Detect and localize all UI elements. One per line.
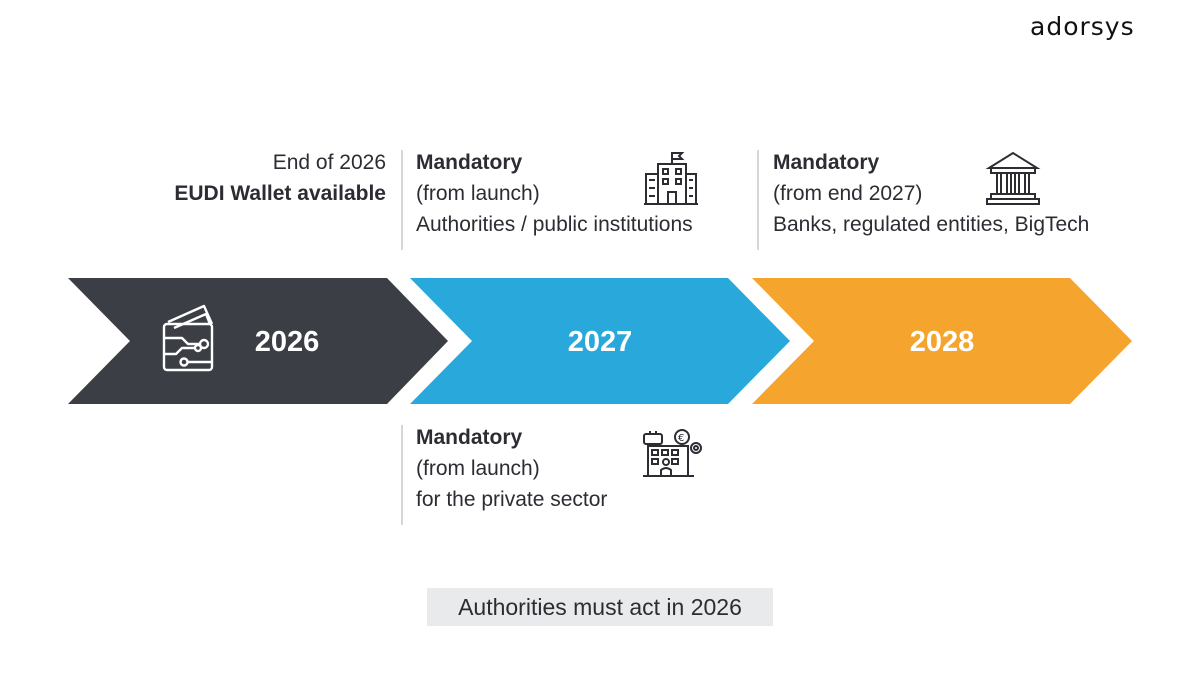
wallet-note-date: End of 2026 <box>272 151 386 174</box>
private-sector-note-who: for the private sector <box>416 488 608 511</box>
government-building-icon <box>642 150 698 206</box>
callout-box: Authorities must act in 2026 <box>427 588 773 626</box>
wallet-note: End of 2026 EUDI Wallet available <box>100 147 386 209</box>
svg-text:€: € <box>678 433 684 444</box>
year-label-2028: 2028 <box>909 326 975 358</box>
authorities-note-when: (from launch) <box>416 182 540 205</box>
banks-note-when: (from end 2027) <box>773 182 923 205</box>
wallet-note-title: EUDI Wallet available <box>174 182 386 205</box>
wallet-cards-icon <box>160 302 218 372</box>
authorities-note: Mandatory (from launch) Authorities / pu… <box>416 147 756 240</box>
bank-icon <box>985 150 1041 206</box>
brand-logo: adorsys <box>1030 12 1135 41</box>
banks-note-title: Mandatory <box>773 151 880 174</box>
year-label-2027: 2027 <box>567 326 633 358</box>
timeline-arrow-2027 <box>410 278 790 404</box>
banks-note-who: Banks, regulated entities, BigTech <box>773 213 1090 236</box>
private-sector-note: Mandatory (from launch) for the private … <box>416 422 716 515</box>
divider <box>757 150 759 250</box>
authorities-note-who: Authorities / public institutions <box>416 213 693 236</box>
divider <box>401 150 403 250</box>
business-building-icon: € <box>642 428 704 478</box>
banks-note: Mandatory (from end 2027) Banks, regulat… <box>773 147 1153 240</box>
private-sector-note-title: Mandatory <box>416 426 523 449</box>
timeline-arrow-2028 <box>752 278 1132 404</box>
authorities-note-title: Mandatory <box>416 151 523 174</box>
private-sector-note-when: (from launch) <box>416 457 540 480</box>
year-label-2026: 2026 <box>254 326 320 358</box>
divider <box>401 425 403 525</box>
timeline-arrow-2026 <box>68 278 448 404</box>
